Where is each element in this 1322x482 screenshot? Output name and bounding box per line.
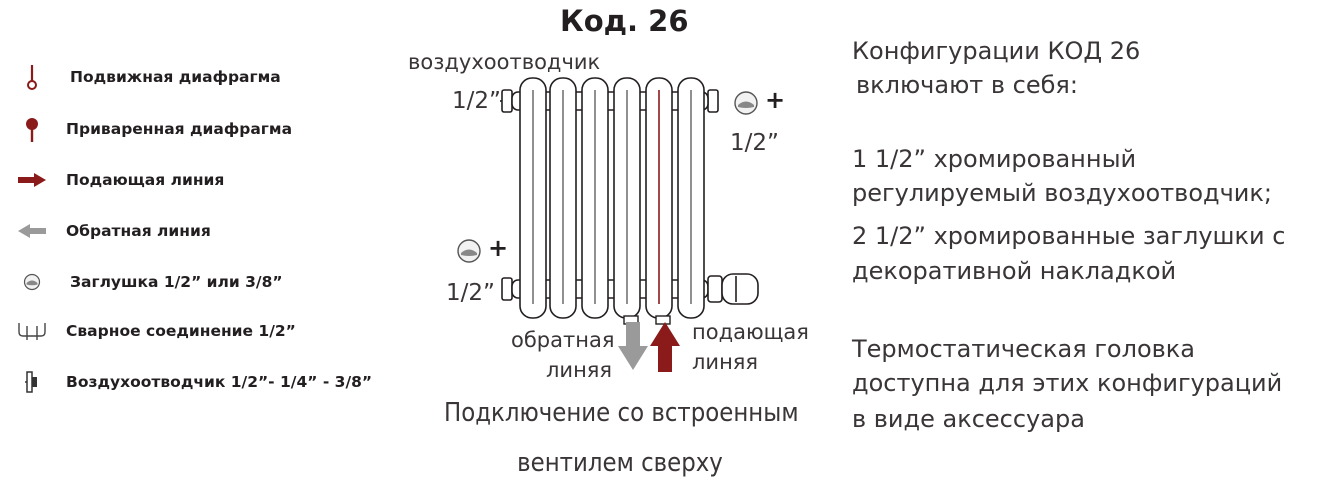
legend-label: Заглушка 1/2” или 3/8” (70, 273, 283, 291)
legend-label: Подвижная диафрагма (70, 68, 281, 86)
return-arrow-icon (14, 216, 50, 246)
return-line-label-1: обратная (511, 328, 615, 352)
legend-label: Подающая линия (66, 171, 225, 189)
legend-label: Сварное соединение 1/2” (66, 322, 296, 340)
return-arrow-icon (618, 322, 648, 370)
caption-line-2: вентилем сверху (517, 448, 723, 478)
welded-diaphragm-icon (14, 114, 50, 144)
info-line-2: включают в себя: (856, 71, 1078, 99)
info-line-3: 1 1/2” хромированный (852, 145, 1137, 173)
supply-line-label-1: подающая (692, 320, 809, 344)
legend-label: Обратная линия (66, 222, 211, 240)
info-line-6: декоративной накладкой (852, 257, 1177, 285)
plug-icon (14, 267, 50, 297)
plus-sign-top: + (765, 86, 786, 114)
info-line-8: доступна для этих конфигураций (852, 369, 1283, 397)
size-label-top-left: 1/2” (452, 88, 501, 114)
info-line-7: Термостатическая головка (852, 335, 1195, 363)
caption-line-1: Подключение со встроенным (444, 398, 799, 428)
diagram-title: Код. 26 (560, 4, 689, 38)
legend-item-movable-diaphragm: Подвижная диафрагма (14, 62, 281, 92)
info-line-9: в виде аксессуара (852, 405, 1085, 433)
info-line-5: 2 1/2” хромированные заглушки с (852, 222, 1286, 250)
size-label-bottom-left: 1/2” (446, 280, 495, 306)
info-line-1: Конфигурации КОД 26 (852, 37, 1141, 65)
legend-item-supply-line: Подающая линия (14, 165, 224, 195)
supply-arrow-icon (650, 322, 680, 372)
movable-diaphragm-icon (14, 62, 50, 92)
info-line-4: регулируемый воздухоотводчик; (852, 179, 1272, 207)
radiator-drawing (500, 77, 759, 325)
air-vent-icon (14, 367, 50, 397)
air-vent-label: воздухоотводчик (408, 50, 601, 74)
legend-item-plug: Заглушка 1/2” или 3/8” (14, 267, 283, 297)
return-line-label-2: линяя (546, 358, 613, 382)
legend-item-return-line: Обратная линия (14, 216, 211, 246)
legend-label: Приваренная диафрагма (66, 120, 293, 138)
weld-joint-icon (14, 316, 50, 346)
supply-arrow-icon (14, 165, 50, 195)
legend-item-air-vent: Воздухоотводчик 1/2”- 1/4” - 3/8” (14, 367, 372, 397)
legend-label: Воздухоотводчик 1/2”- 1/4” - 3/8” (66, 373, 373, 391)
legend-item-welded-diaphragm: Приваренная диафрагма (14, 114, 292, 144)
legend-item-weld-joint: Сварное соединение 1/2” (14, 316, 296, 346)
plus-sign-bottom: + (488, 234, 509, 262)
plug-icon (734, 91, 758, 115)
supply-line-label-2: линяя (692, 350, 759, 374)
plug-icon (457, 239, 481, 263)
size-label-top-right: 1/2” (730, 130, 779, 156)
